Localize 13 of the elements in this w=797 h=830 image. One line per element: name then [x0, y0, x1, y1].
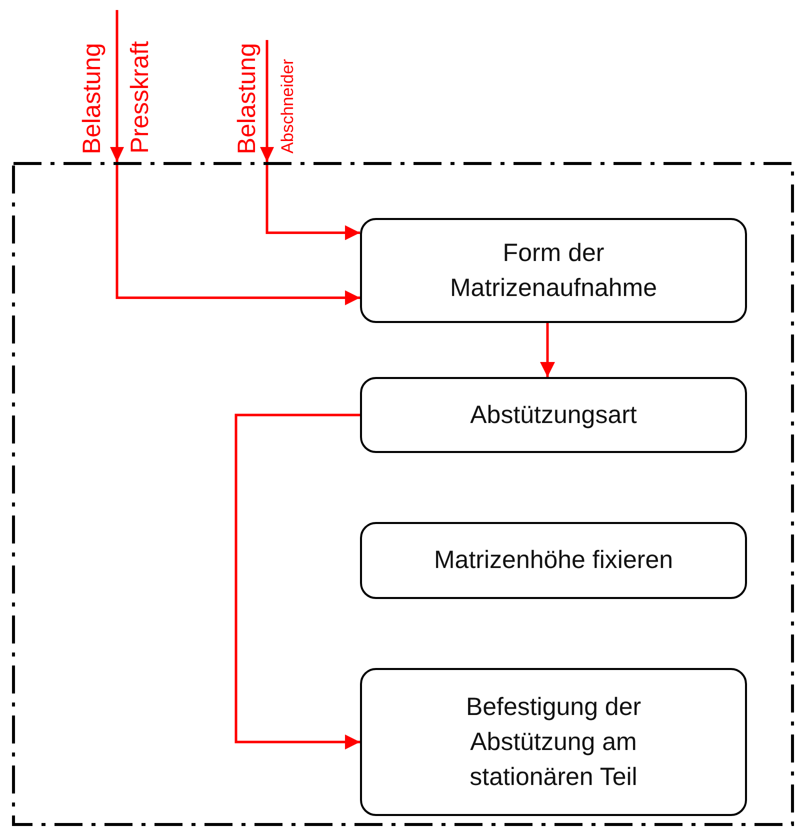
- system-boundary: [12, 162, 794, 826]
- load-label: Belastung: [80, 42, 105, 154]
- process-box: [360, 522, 747, 599]
- process-label: Matrizenhöhe fixieren: [432, 545, 674, 576]
- process-label: Befestigung der Abstützung am stationären Teil: [464, 692, 642, 792]
- load-label: Abschneider: [279, 59, 296, 154]
- load-label: Belastung: [235, 42, 260, 154]
- process-label: Abstützungsart: [469, 400, 638, 430]
- process-box: [360, 218, 747, 323]
- process-box: [360, 668, 747, 816]
- process-box: [360, 377, 747, 453]
- process-label: Form der Matrizenaufnahme: [448, 238, 658, 304]
- load-label: Presskraft: [128, 41, 153, 154]
